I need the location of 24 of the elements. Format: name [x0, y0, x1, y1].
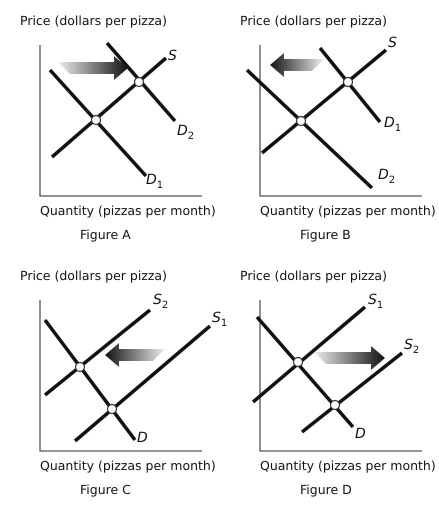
curve-label: S$_{1}$	[212, 311, 228, 329]
curve-label: D	[355, 427, 366, 442]
figure-caption: Figure C	[80, 483, 131, 497]
axis-label: Price (dollars per pizza)	[20, 269, 167, 283]
axis-label: Quantity (pizzas per month)	[260, 459, 436, 473]
curve-label: S$_{2}$	[404, 338, 420, 356]
curve-label: S	[168, 49, 177, 64]
axis-label: Price (dollars per pizza)	[240, 269, 387, 283]
curve-label: S$_{2}$	[153, 293, 168, 311]
axis-label: Quantity (pizzas per month)	[40, 459, 216, 473]
curve-label: D$_{1}$	[146, 173, 164, 191]
axis-label: Quantity (pizzas per month)	[260, 204, 436, 218]
curve-label: D$_{2}$	[378, 168, 396, 186]
curve-label: S$_{1}$	[368, 293, 384, 311]
figure-caption: Figure D	[300, 483, 352, 497]
axis-label: Quantity (pizzas per month)	[40, 204, 216, 218]
curve-label: D	[137, 431, 148, 446]
figure-caption: Figure B	[300, 228, 351, 242]
figure-caption: Figure A	[80, 228, 131, 242]
curve-label: S	[388, 36, 397, 52]
curve-label: D$_{2}$	[177, 124, 194, 142]
curve-label: D$_{1}$	[384, 116, 402, 134]
axis-label: Price (dollars per pizza)	[240, 14, 387, 28]
axis-label: Price (dollars per pizza)	[20, 14, 167, 28]
